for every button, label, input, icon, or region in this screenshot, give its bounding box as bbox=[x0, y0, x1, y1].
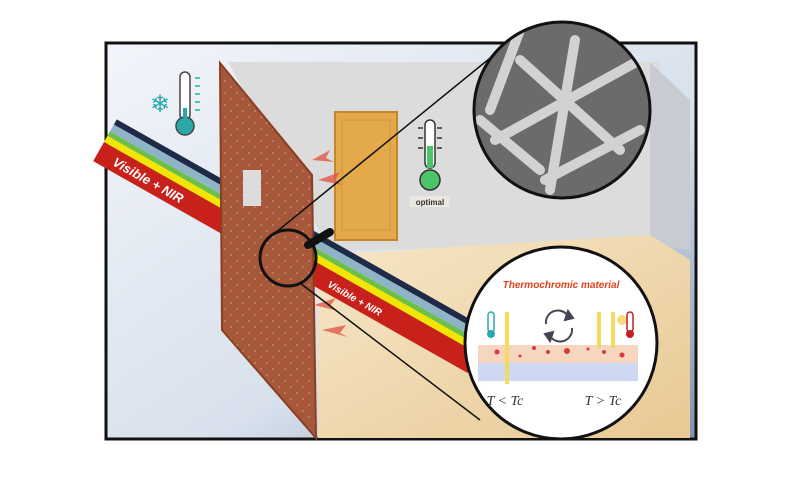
small-cold-thermometer-icon bbox=[487, 311, 495, 338]
blocked-light-ray bbox=[597, 312, 601, 348]
zoom-connector-lines bbox=[274, 49, 501, 421]
room-side-wall bbox=[650, 62, 690, 250]
hot-condition-label: T > Tc bbox=[585, 394, 622, 409]
reversible-cycle-icon bbox=[543, 308, 575, 344]
small-hot-thermometer-icon bbox=[617, 311, 634, 338]
optimal-thermometer-icon: optimal bbox=[410, 119, 450, 207]
magnifier-icon bbox=[258, 228, 334, 288]
snowflake-icon: ❄ bbox=[150, 91, 170, 118]
blocked-light-ray bbox=[611, 312, 615, 348]
wall-window bbox=[243, 170, 261, 206]
optimal-label: optimal bbox=[416, 198, 444, 207]
nanowire-inset bbox=[472, 20, 652, 200]
transmitted-light-ray bbox=[505, 312, 509, 384]
cold-condition-label: T < Tc bbox=[487, 394, 524, 409]
thermochromic-inset: Thermochromic material T < Tc T > Tc bbox=[463, 245, 659, 441]
cold-thermometer-icon: ❄ bbox=[150, 71, 200, 136]
inset-title: Thermochromic material bbox=[503, 280, 620, 291]
brick-wall bbox=[218, 60, 318, 441]
